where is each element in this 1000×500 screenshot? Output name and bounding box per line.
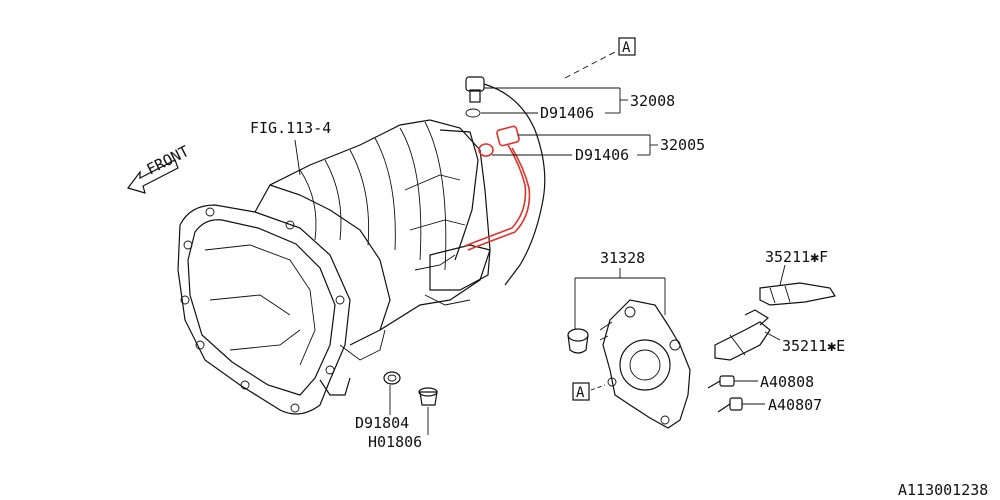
sensor-32008 xyxy=(465,76,546,286)
part-label-a40807: A40807 xyxy=(768,396,822,414)
reference-box-top xyxy=(618,37,636,56)
figure-id: A113001238 xyxy=(898,481,988,499)
bolt-a40807 xyxy=(717,397,743,413)
bolt-a40808 xyxy=(707,375,735,389)
part-label-d91406-b: D91406 xyxy=(575,146,629,164)
sensor-32005-highlighted xyxy=(464,125,531,251)
shift-rod-part xyxy=(714,282,836,361)
reference-leader-top xyxy=(564,51,616,79)
reference-leader-bottom xyxy=(590,384,606,391)
reference-marker-bottom: A xyxy=(576,385,585,401)
reference-marker-top: A xyxy=(622,40,631,56)
part-label-d91804: D91804 xyxy=(355,414,409,432)
part-label-35211e: 35211✱E xyxy=(782,337,845,355)
fig-reference-label: FIG.113-4 xyxy=(250,119,331,137)
reference-box-bottom xyxy=(572,382,590,401)
leader-35211e xyxy=(764,331,781,341)
seal-ring-d91804 xyxy=(383,371,401,385)
front-arrow-icon xyxy=(127,159,179,194)
part-label-31328: 31328 xyxy=(600,249,645,267)
bushing-part xyxy=(567,328,589,354)
part-label-32005: 32005 xyxy=(660,136,705,154)
part-label-a40808: A40808 xyxy=(760,373,814,391)
part-label-35211f: 35211✱F xyxy=(765,248,828,266)
shift-plate xyxy=(599,299,691,429)
fig-reference-leader xyxy=(294,139,301,176)
transmission-housing xyxy=(177,119,491,415)
part-label-d91406-a: D91406 xyxy=(540,104,594,122)
part-label-h01806: H01806 xyxy=(368,433,422,451)
drain-plug-h01806 xyxy=(418,387,438,406)
part-label-32008: 32008 xyxy=(630,92,675,110)
leader-35211f xyxy=(779,264,786,286)
